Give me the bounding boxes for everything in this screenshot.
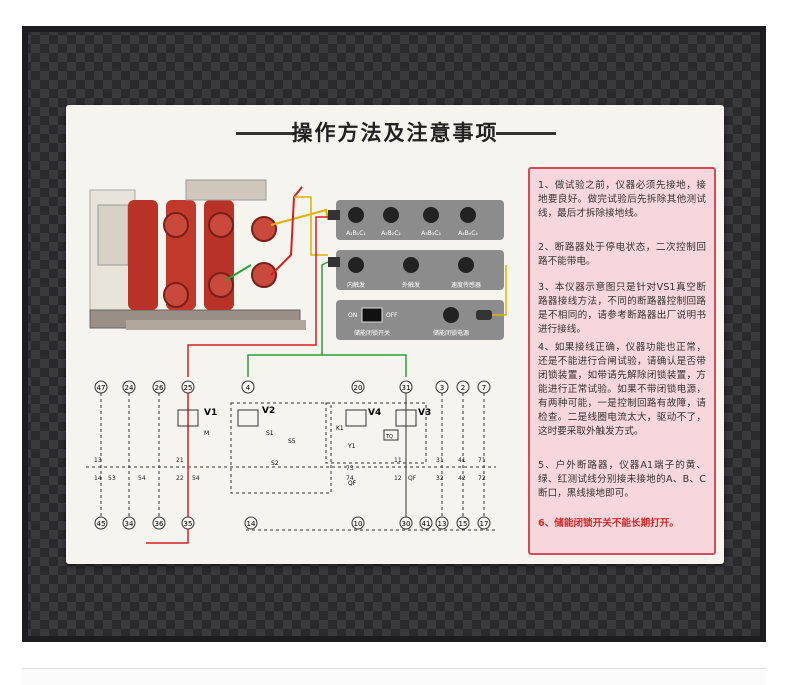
terminal-top-25: 25 bbox=[184, 384, 193, 392]
contact-13: 13 bbox=[94, 457, 102, 464]
speed-sensor-label: 速度传感器 bbox=[451, 281, 481, 289]
device-v1: V1 M bbox=[177, 408, 217, 437]
note-6: 6、储能闭锁开关不能长期打开。 bbox=[538, 518, 679, 529]
terminal-bottom-17: 17 bbox=[480, 520, 489, 528]
external-trigger-label: 外触发 bbox=[402, 281, 420, 289]
title-rule-left bbox=[236, 132, 296, 135]
terminal-bottom-13: 13 bbox=[438, 520, 447, 528]
device-v2: V2 S1 S5 S2 bbox=[237, 406, 296, 467]
terminal-bottom-35: 35 bbox=[184, 520, 193, 528]
terminal-bottom-45: 45 bbox=[97, 520, 106, 528]
notes-box: 1、做试验之前，仪器必须先接地，接地要良好。做完试验后先拆除其他测试线，最后才拆… bbox=[528, 167, 716, 555]
switch-off-label: OFF bbox=[386, 312, 398, 319]
terminal-bottom-36: 36 bbox=[155, 520, 164, 528]
note-1: 1、做试验之前，仪器必须先接地，接地要良好。做完试验后先拆除其他测试线，最后才拆… bbox=[538, 180, 706, 219]
contact-22: 22 bbox=[176, 475, 184, 482]
lock-switch-row: ON OFF 储能闭锁开关 储能闭锁电源 bbox=[336, 300, 504, 340]
terminal-bottom-34: 34 bbox=[125, 520, 134, 528]
instruction-panel: 操作方法及注意事项 A₁B₁C₁ A₂B₂C₂ bbox=[66, 105, 724, 564]
terminal-top-31: 31 bbox=[402, 384, 411, 392]
terminal-top-24: 24 bbox=[125, 384, 134, 392]
terminal-top-7: 7 bbox=[482, 384, 486, 392]
contact-12: 12 bbox=[394, 475, 402, 482]
terminal-bottom-41: 41 bbox=[422, 520, 431, 528]
contact-72: 72 bbox=[478, 475, 486, 482]
contact-41: 41 bbox=[458, 457, 466, 464]
connector-a1-label: A₁B₁C₁ bbox=[346, 230, 366, 237]
motor-label: M bbox=[204, 430, 209, 437]
contact-21: 21 bbox=[176, 457, 184, 464]
note-2: 2、断路器处于停电状态，二次控制回路不能带电。 bbox=[538, 242, 706, 267]
terminal-bottom-14: 14 bbox=[247, 520, 256, 528]
qf-label: QF bbox=[348, 480, 357, 487]
switch-on-label: ON bbox=[348, 312, 357, 319]
contact-42: 42 bbox=[458, 475, 466, 482]
top-terminals: 47 24 26 25 4 20 31 3 2 7 bbox=[94, 380, 491, 394]
terminal-top-20: 20 bbox=[354, 384, 363, 392]
contact-73: 73 bbox=[346, 465, 354, 472]
terminal-top-4: 4 bbox=[246, 384, 251, 392]
panel-title: 操作方法及注意事项 bbox=[291, 121, 499, 145]
contact-54: 54 bbox=[138, 475, 146, 482]
switch-label: 储能闭锁开关 bbox=[354, 329, 390, 337]
contact-qf: QF bbox=[408, 475, 417, 482]
connector-a3-label: A₃B₃C₃ bbox=[421, 230, 441, 237]
y1-label: Y1 bbox=[347, 443, 356, 450]
terminal-bottom-30: 30 bbox=[402, 520, 411, 528]
terminal-top-3: 3 bbox=[440, 384, 444, 392]
device-v3-label: V3 bbox=[418, 408, 431, 418]
terminal-top-26: 26 bbox=[155, 384, 164, 392]
s2-label: S2 bbox=[271, 460, 279, 467]
contact-54b: 54 bbox=[192, 475, 200, 482]
s1-label: S1 bbox=[266, 430, 274, 437]
lock-power-label: 储能闭锁电源 bbox=[433, 329, 469, 337]
contact-11: 11 bbox=[394, 457, 402, 464]
connector-row-trigger: 内触发 外触发 速度传感器 bbox=[336, 250, 504, 290]
note-4: 4、如果接线正确，仪器功能也正常，还是不能进行合闸试验，请确认是否带闭锁装置，如… bbox=[538, 342, 706, 437]
tq-label: TQ bbox=[385, 434, 393, 440]
terminal-bottom-10: 10 bbox=[354, 520, 363, 528]
contact-14: 14 bbox=[94, 475, 102, 482]
note-5: 5、户外断路器，仪器A1端子的黄、绿、红测试线分别接未接地的A、B、C断口，黑线… bbox=[538, 460, 706, 499]
contact-71: 71 bbox=[478, 457, 486, 464]
connector-a2-label: A₂B₂C₂ bbox=[381, 230, 401, 237]
terminal-bottom-15: 15 bbox=[459, 520, 468, 528]
device-v4: V4 K1 Y1 bbox=[336, 408, 381, 450]
contact-31: 31 bbox=[436, 457, 444, 464]
title-rule-right bbox=[496, 132, 556, 135]
terminal-top-2: 2 bbox=[461, 384, 465, 392]
device-v4-label: V4 bbox=[368, 408, 381, 418]
internal-trigger-label: 内触发 bbox=[347, 281, 365, 289]
contact-74: 74 bbox=[346, 475, 354, 482]
breaker-illustration bbox=[89, 179, 306, 330]
s5-label: S5 bbox=[288, 438, 296, 445]
device-v1-label: V1 bbox=[204, 408, 217, 418]
bottom-white-strip bbox=[22, 668, 766, 685]
connector-a4-label: A₄B₄C₄ bbox=[458, 230, 478, 237]
connector-row-a: A₁B₁C₁ A₂B₂C₂ A₃B₃C₃ A₄B₄C₄ bbox=[336, 200, 504, 240]
note-3: 3、本仪器示意图只是针对VS1真空断路器接线方法，不同的断路器控制回路是不相同的… bbox=[538, 282, 706, 335]
device-v3: V3 TQ QF bbox=[348, 408, 431, 487]
contact-53: 53 bbox=[108, 475, 116, 482]
wiring-diagram: A₁B₁C₁ A₂B₂C₂ A₃B₃C₃ A₄B₄C₄ 内触发 外触发 速度传感… bbox=[86, 179, 507, 544]
device-v2-label: V2 bbox=[262, 406, 275, 416]
contact-32: 32 bbox=[436, 475, 444, 482]
bottom-terminals: 45 34 36 35 14 10 30 41 13 15 17 bbox=[94, 516, 491, 530]
terminal-top-47: 47 bbox=[97, 384, 106, 392]
k1-label: K1 bbox=[336, 425, 344, 432]
